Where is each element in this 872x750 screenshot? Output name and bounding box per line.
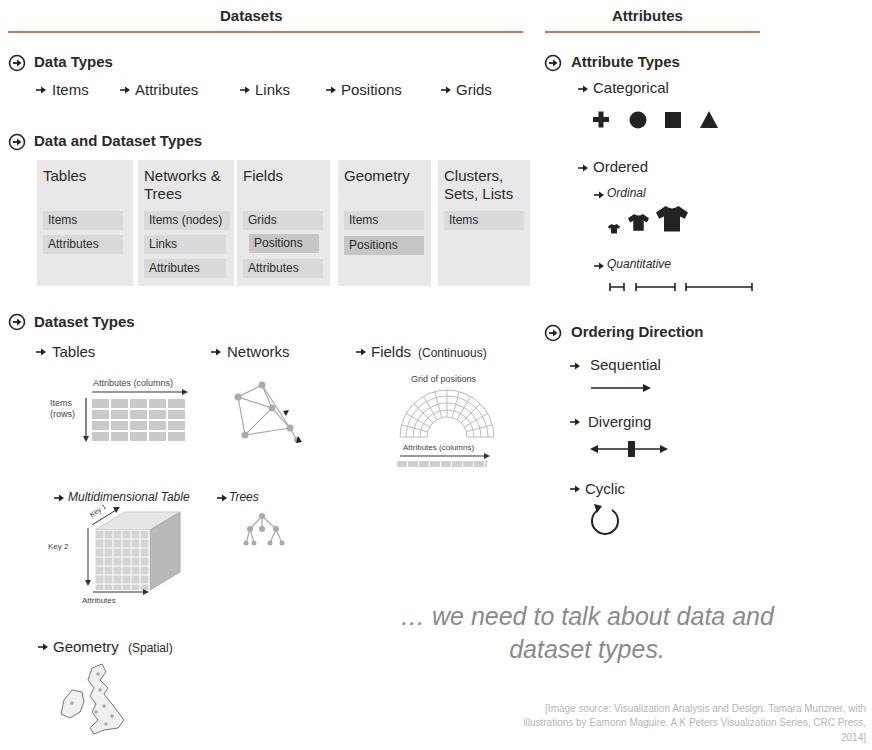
box-heading: Clusters, Sets, Lists	[444, 167, 524, 203]
field-box: Items (nodes)	[144, 211, 230, 230]
field-box: Attributes	[243, 259, 323, 278]
data-type: Categorical	[593, 79, 669, 97]
field-name: Links	[149, 237, 177, 252]
data-type: Ordered	[593, 158, 648, 176]
field-box: Attributes	[144, 259, 226, 278]
dataset-type-box: FieldsGridsPositionsAttributes	[237, 160, 330, 286]
dataset-type-box: TablesItemsAttributes	[37, 160, 133, 286]
column-header: Datasets	[220, 7, 283, 25]
field-name: Positions	[254, 236, 303, 251]
data-type: Grids	[456, 81, 492, 99]
axis-label: Key 2	[48, 542, 68, 552]
data-type: Fields	[371, 343, 411, 361]
axis-label: Attributes (columns)	[403, 443, 474, 453]
section-heading: Ordering Direction	[571, 323, 704, 341]
data-type: Diverging	[588, 413, 651, 431]
data-type: (Spatial)	[128, 641, 173, 655]
field-name: Attributes	[48, 237, 99, 252]
data-type: (Continuous)	[418, 346, 487, 360]
data-type: Geometry	[53, 638, 119, 656]
field-name: Positions	[349, 238, 398, 253]
field-box: Items	[344, 211, 424, 230]
data-type: Quantitative	[607, 257, 671, 271]
field-box: Attributes	[43, 235, 123, 254]
dataset-type-box: Networks & TreesItems (nodes) LinksAttrib…	[138, 160, 234, 286]
header-rule	[8, 31, 523, 33]
field-name: Attributes	[248, 261, 299, 276]
field-name: Attributes	[149, 261, 200, 276]
field-box: Positions	[249, 234, 319, 253]
data-type: Items	[52, 81, 89, 99]
data-type: Ordinal	[607, 186, 646, 200]
data-type: Sequential	[590, 356, 661, 374]
section-heading: Attribute Types	[571, 53, 680, 71]
field-name: Items	[349, 213, 378, 228]
caption: … we need to talk about data and dataset…	[372, 600, 802, 665]
section-heading: Data and Dataset Types	[34, 132, 202, 150]
axis-label: Items (rows)	[50, 398, 80, 420]
field-box: Items	[43, 211, 123, 230]
axis-label: Grid of positions	[411, 374, 476, 385]
field-box: Positions	[344, 236, 424, 255]
data-type: Positions	[341, 81, 402, 99]
data-type: Networks	[227, 343, 290, 361]
field-box: Items	[444, 211, 524, 230]
field-name: Items	[48, 213, 77, 228]
box-heading: Tables	[43, 167, 127, 185]
box-heading: Networks & Trees	[144, 167, 228, 203]
source-note: [Image source: Visualization Analysis an…	[522, 702, 866, 746]
dataset-type-box: Clusters, Sets, ListsItems	[438, 160, 530, 286]
dataset-type-box: GeometryItemsPositions	[338, 160, 431, 286]
data-type: Links	[255, 81, 290, 99]
data-type: Trees	[229, 490, 259, 504]
data-type: Cyclic	[585, 480, 625, 498]
field-box: Links	[144, 235, 226, 254]
field-name: Grids	[248, 213, 277, 228]
data-type: Tables	[52, 343, 95, 361]
field-name: Items	[449, 213, 478, 228]
field-box: Grids	[243, 211, 323, 230]
box-heading: Fields	[243, 167, 324, 185]
data-type: Attributes	[135, 81, 198, 99]
field-name: Items (nodes)	[149, 213, 222, 228]
section-heading: Dataset Types	[34, 313, 135, 331]
axis-label: Attributes	[82, 596, 116, 606]
column-header: Attributes	[612, 7, 683, 25]
axis-label: Attributes (columns)	[93, 378, 173, 389]
header-rule	[545, 31, 760, 33]
box-heading: Geometry	[344, 167, 425, 185]
section-heading: Data Types	[34, 53, 113, 71]
data-type: Multidimensional Table	[68, 490, 190, 504]
